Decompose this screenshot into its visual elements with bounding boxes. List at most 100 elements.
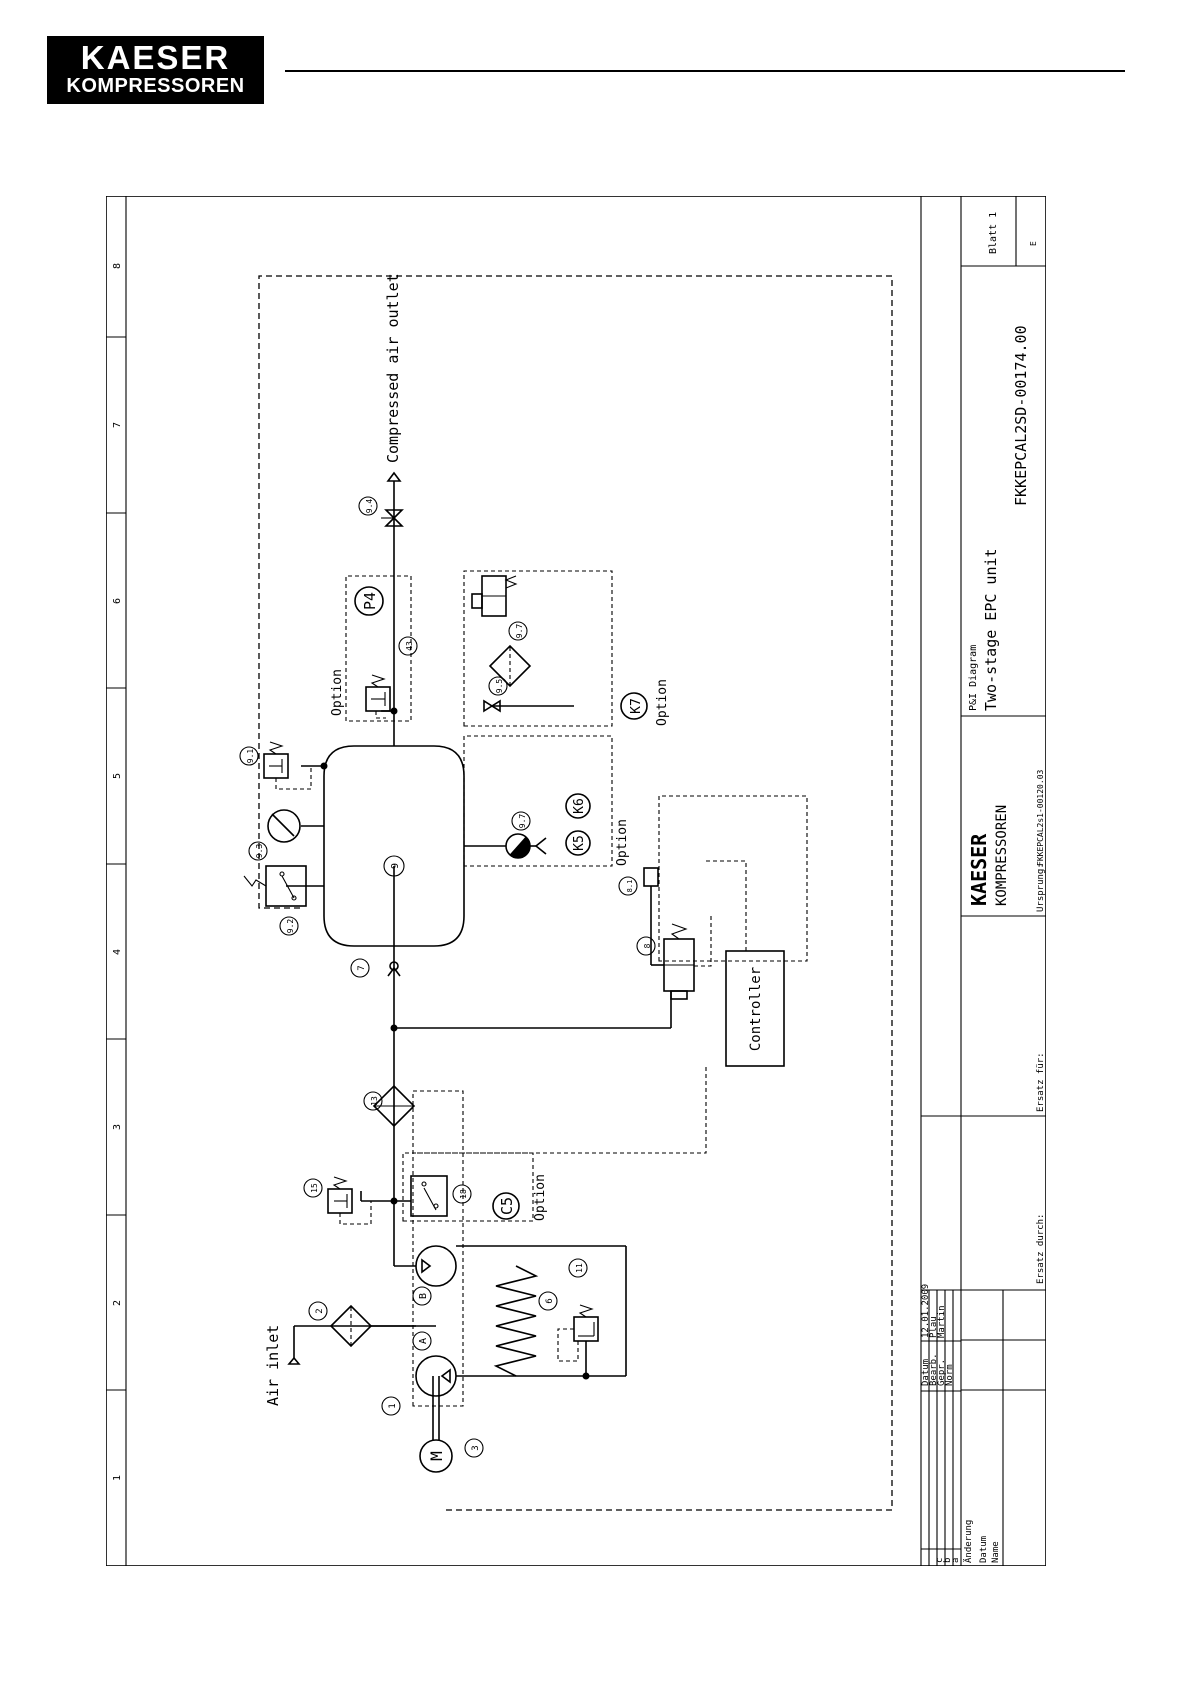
svg-text:9: 9 bbox=[390, 863, 401, 869]
svg-text:13: 13 bbox=[370, 1096, 379, 1106]
zone-2: 2 bbox=[112, 1300, 123, 1306]
svg-text:K6: K6 bbox=[572, 798, 587, 814]
outlet-valve-9-4 bbox=[384, 509, 404, 527]
check-valve-7 bbox=[387, 966, 401, 977]
condensate-filter-9-7 bbox=[488, 644, 532, 688]
option-k5-label: Option bbox=[615, 819, 630, 866]
svg-text:P4: P4 bbox=[361, 592, 379, 610]
sheet-label: Blatt 1 bbox=[988, 212, 999, 254]
controller-label: Controller bbox=[748, 967, 764, 1051]
gepr-label: Gepr. bbox=[937, 1359, 947, 1386]
zone-4: 4 bbox=[112, 949, 123, 955]
motor-label: M bbox=[427, 1451, 446, 1461]
drawing-number: FKKEPCAL2SD-00174.00 bbox=[1012, 325, 1030, 506]
svg-text:8.1: 8.1 bbox=[626, 880, 634, 893]
silencer-8-1 bbox=[643, 867, 659, 887]
zone-5: 5 bbox=[112, 773, 123, 779]
option-c5-label: Option bbox=[533, 1174, 548, 1221]
svg-text:9.2: 9.2 bbox=[286, 919, 295, 934]
revision-index: E bbox=[1029, 241, 1038, 246]
tag-9-7a bbox=[511, 811, 531, 831]
tag-9-1 bbox=[239, 746, 259, 766]
option-k6-circle bbox=[565, 793, 591, 819]
air-inlet-label: Air inlet bbox=[264, 1325, 282, 1406]
tag-9-4 bbox=[358, 496, 378, 516]
tag-2 bbox=[308, 1301, 328, 1321]
gepr-value: Martin bbox=[937, 1305, 947, 1338]
title-block bbox=[920, 196, 1046, 1566]
tag-a bbox=[412, 1331, 432, 1351]
ursprung-value: FKKEPCAL2s1-00120.03 bbox=[1036, 769, 1045, 866]
zone-6: 6 bbox=[112, 598, 123, 604]
svg-text:9.7: 9.7 bbox=[518, 814, 527, 829]
option-k5-circle bbox=[565, 830, 591, 856]
tag-9-7b bbox=[508, 621, 528, 641]
ersatz-fuer: Ersatz für: bbox=[1036, 1052, 1046, 1112]
svg-text:11: 11 bbox=[575, 1263, 584, 1273]
logo-line-2: KOMPRESSOREN bbox=[66, 75, 245, 97]
bearb-value: Plau bbox=[929, 1316, 939, 1338]
col-datum: Datum bbox=[979, 1536, 989, 1563]
tag-43 bbox=[398, 636, 418, 656]
airend-block bbox=[412, 1090, 464, 1407]
svg-text:3: 3 bbox=[471, 1445, 481, 1450]
svg-text:B: B bbox=[418, 1293, 429, 1299]
col-name: Name bbox=[991, 1541, 1001, 1563]
rev-row-b: b bbox=[943, 1558, 953, 1563]
motor-m bbox=[419, 1439, 453, 1473]
temperature-switch-18 bbox=[410, 1175, 448, 1217]
svg-text:8: 8 bbox=[643, 943, 652, 948]
rev-row-c: c bbox=[935, 1558, 945, 1563]
zone-1: 1 bbox=[112, 1475, 123, 1481]
tag-8 bbox=[636, 936, 656, 956]
svg-text:C5: C5 bbox=[498, 1197, 516, 1215]
svg-text:6: 6 bbox=[545, 1298, 555, 1303]
option-k7-label: Option bbox=[655, 679, 670, 726]
svg-text:9.4: 9.4 bbox=[365, 499, 374, 514]
zone-7: 7 bbox=[112, 422, 123, 428]
tag-9-3 bbox=[248, 841, 268, 861]
ursprung-label: Ursprung: bbox=[1036, 863, 1046, 912]
tag-9 bbox=[383, 855, 405, 877]
tag-1 bbox=[381, 1396, 401, 1416]
svg-text:9.5: 9.5 bbox=[495, 679, 504, 694]
header-rule bbox=[285, 70, 1125, 72]
logo-line-1: KAESER bbox=[80, 39, 231, 76]
svg-text:18: 18 bbox=[459, 1189, 468, 1199]
svg-text:K5: K5 bbox=[572, 835, 587, 851]
svg-text:K7: K7 bbox=[629, 698, 644, 714]
kaeser-logo: KAESER KOMPRESSOREN bbox=[47, 36, 264, 104]
controller-box bbox=[725, 950, 785, 1067]
compressed-air-outlet-label: Compressed air outlet bbox=[384, 273, 402, 463]
option-c5-circle bbox=[492, 1192, 520, 1220]
doc-title: Two-stage EPC unit bbox=[982, 548, 1000, 711]
ersatz-durch: Ersatz durch: bbox=[1036, 1214, 1046, 1284]
zone-8: 8 bbox=[112, 263, 123, 269]
doc-type: P&I Diagram bbox=[968, 645, 979, 711]
system-boundary bbox=[258, 275, 893, 1511]
pressure-gauge-9-3 bbox=[267, 809, 301, 843]
title-block-text: c b a Änderung Datum Name Datum 12.01.20… bbox=[921, 212, 1046, 1563]
zone-labels: 1 2 3 4 5 6 7 8 bbox=[112, 263, 123, 1481]
tag-b bbox=[412, 1286, 432, 1306]
tag-6 bbox=[538, 1291, 558, 1311]
datum-value: 12.01.2009 bbox=[921, 1284, 931, 1338]
intercooler bbox=[493, 1265, 539, 1377]
option-p4-circle bbox=[354, 586, 384, 616]
tag-3 bbox=[464, 1438, 484, 1458]
svg-text:A: A bbox=[418, 1338, 429, 1344]
tag-9-2 bbox=[279, 916, 299, 936]
option-k7-circle bbox=[620, 692, 648, 720]
svg-text:9.3: 9.3 bbox=[255, 844, 264, 859]
svg-text:9.1: 9.1 bbox=[246, 749, 255, 764]
title-company-2: KOMPRESSOREN bbox=[994, 805, 1010, 906]
tag-9-5 bbox=[488, 676, 508, 696]
tag-7 bbox=[350, 958, 370, 978]
option-p4-box bbox=[345, 575, 412, 722]
svg-text:2: 2 bbox=[315, 1308, 325, 1313]
tag-15 bbox=[303, 1178, 323, 1198]
svg-text:9.7: 9.7 bbox=[515, 624, 524, 639]
option-k7-box bbox=[463, 570, 613, 727]
svg-text:15: 15 bbox=[310, 1183, 319, 1193]
option-p4-label: Option bbox=[330, 669, 345, 716]
